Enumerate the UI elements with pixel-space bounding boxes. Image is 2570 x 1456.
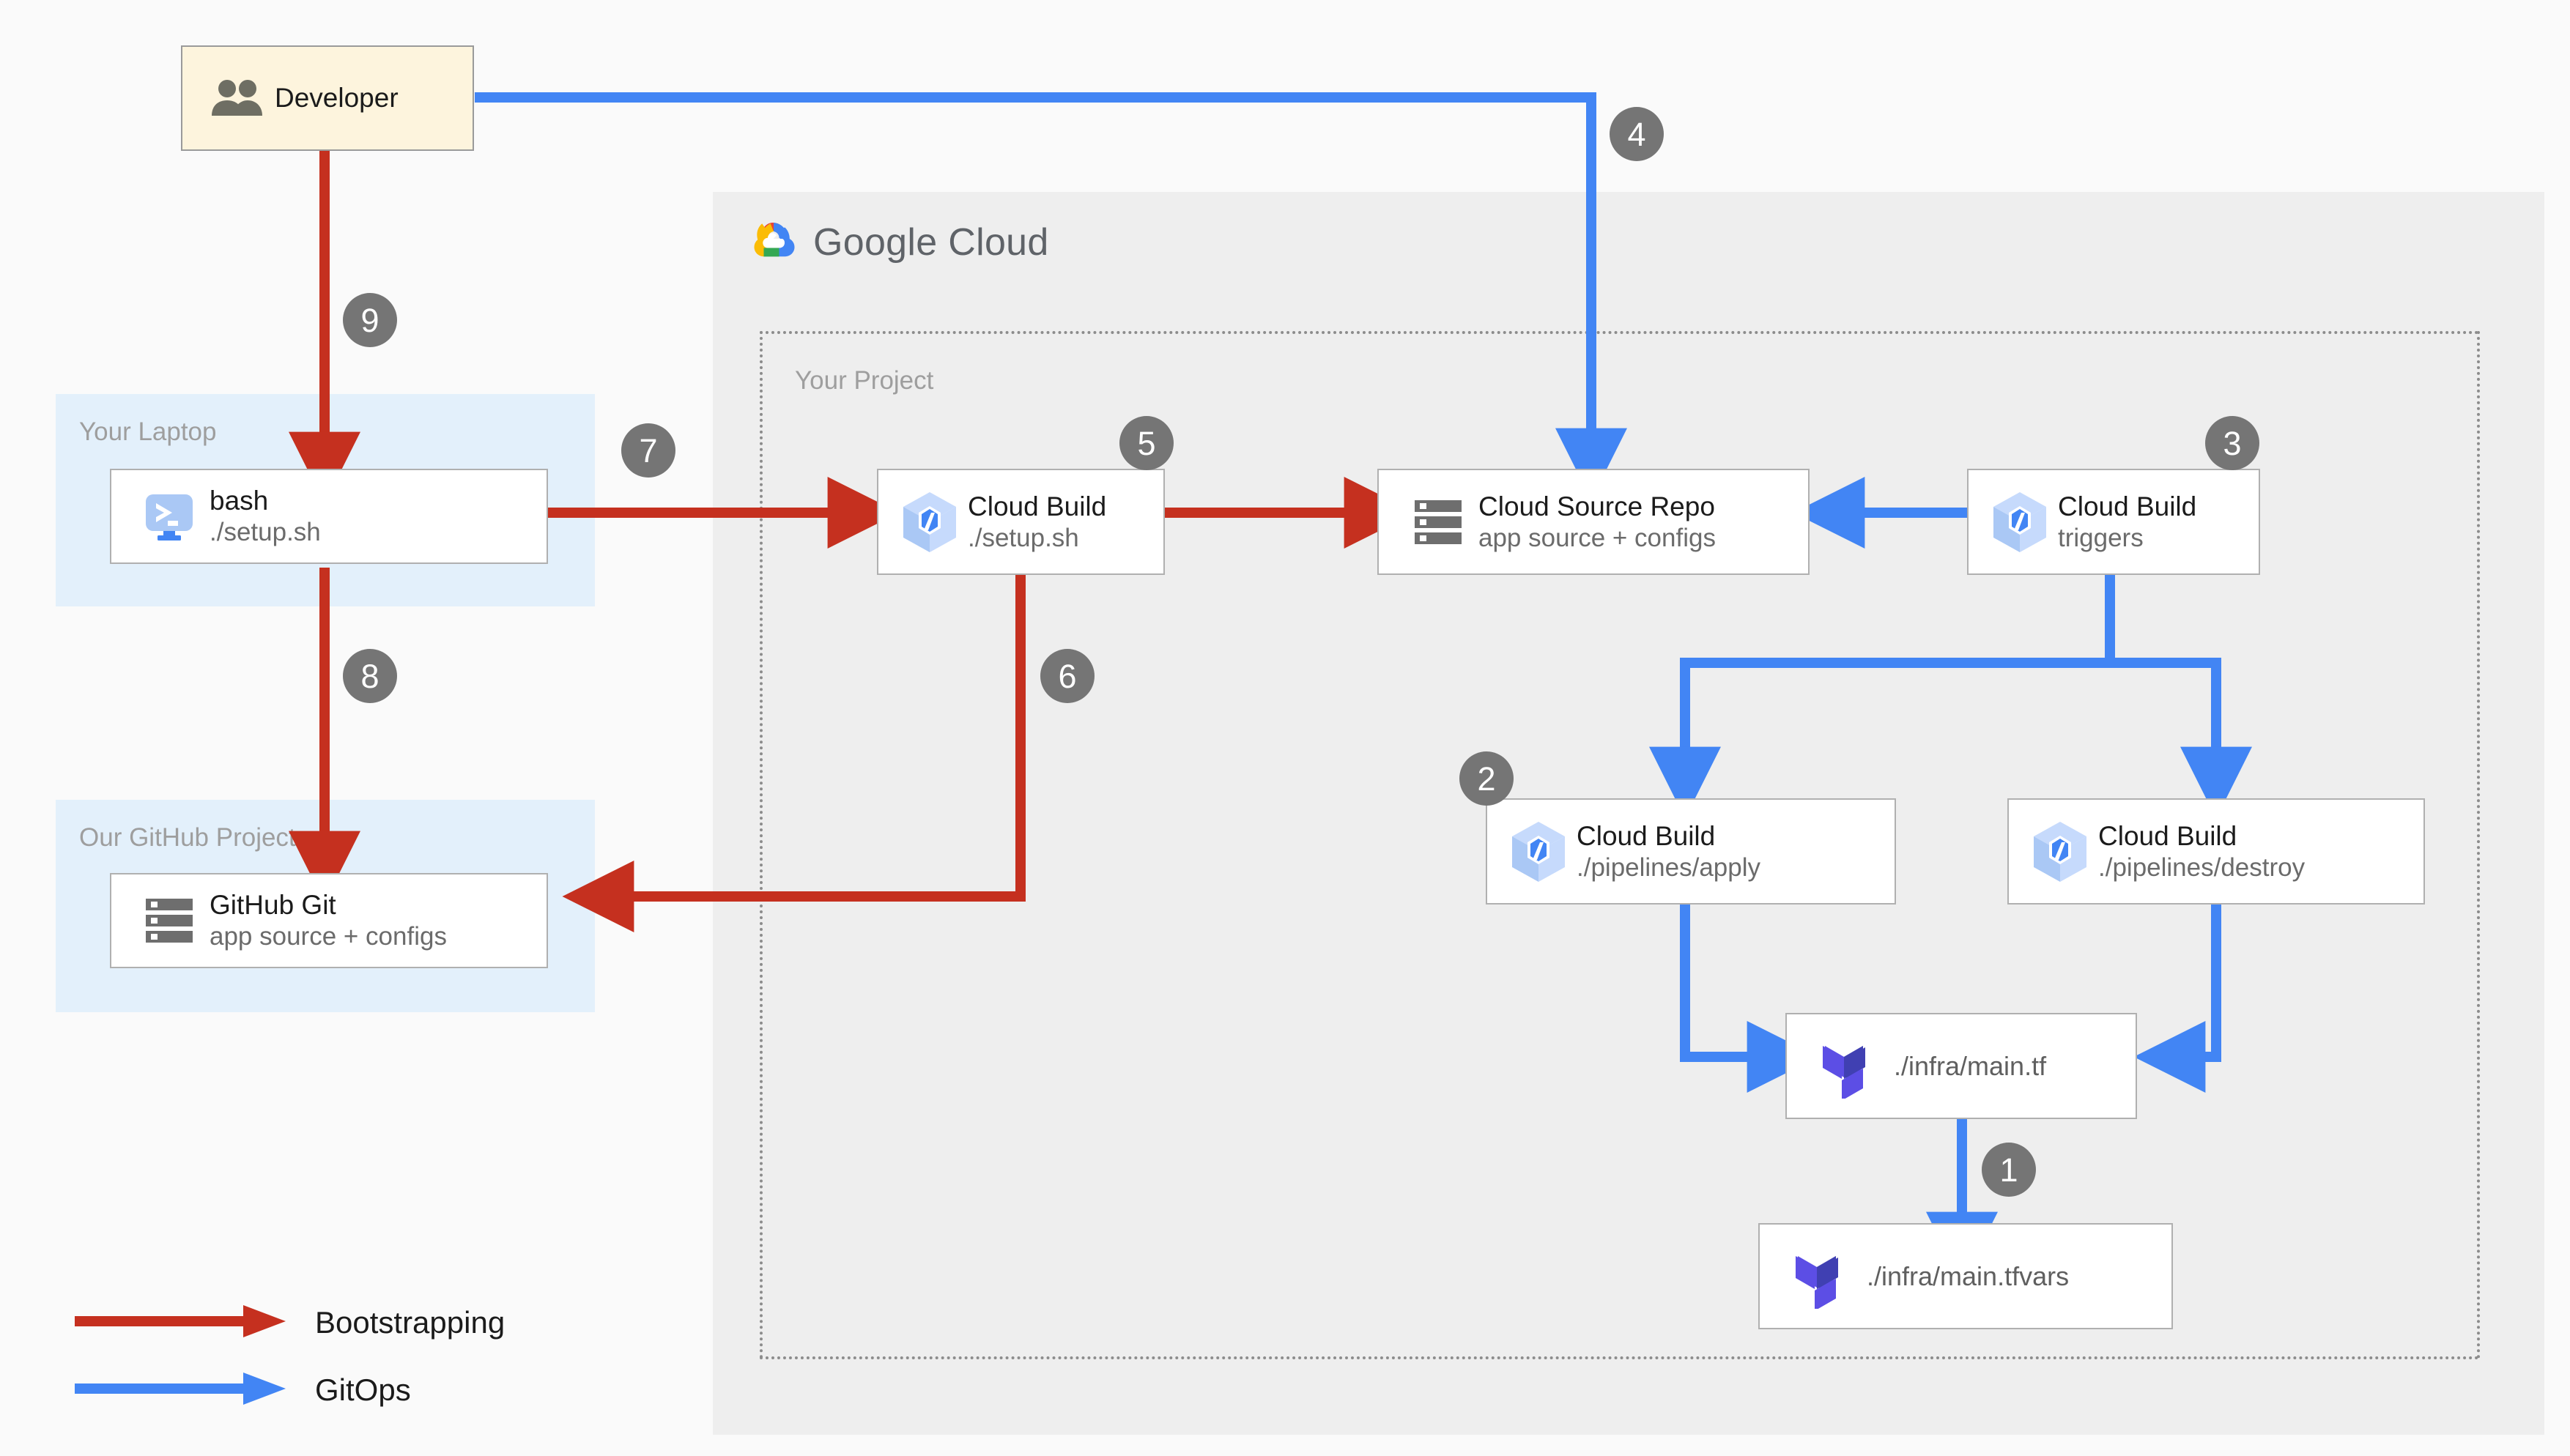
google-cloud-brand-google: Google xyxy=(813,220,938,264)
step-badge-7: 7 xyxy=(621,423,675,478)
node-cloud-source-repo-title: Cloud Source Repo xyxy=(1478,491,1715,521)
node-github-git-subtitle: app source + configs xyxy=(210,922,447,951)
node-bash-text: bash ./setup.sh xyxy=(210,484,547,549)
google-cloud-brand-cloud: Cloud xyxy=(948,220,1049,264)
node-github-git-title: GitHub Git xyxy=(210,890,336,921)
node-developer-text: Developer xyxy=(275,81,473,114)
arrow-triggers-to-destroy xyxy=(2105,575,2252,819)
node-cloud-build-apply-title: Cloud Build xyxy=(1577,820,1716,851)
node-bash[interactable]: bash ./setup.sh xyxy=(110,469,548,564)
node-cloud-build-destroy-subtitle: ./pipelines/destroy xyxy=(2098,853,2306,882)
node-cloud-build-setup-subtitle: ./setup.sh xyxy=(968,523,1079,552)
google-cloud-header: Google Cloud xyxy=(749,220,1049,264)
terraform-icon xyxy=(1806,1034,1894,1099)
node-cloud-build-triggers[interactable]: Cloud Build triggers xyxy=(1967,469,2260,575)
node-developer-title: Developer xyxy=(275,83,399,114)
terminal-icon xyxy=(129,489,210,544)
red-arrow-icon xyxy=(73,1299,286,1347)
step-badge-6: 6 xyxy=(1040,649,1095,703)
node-cloud-build-setup-title: Cloud Build xyxy=(968,491,1107,521)
node-cloud-build-triggers-title: Cloud Build xyxy=(2058,491,2197,521)
node-terraform-main-tfvars-title: ./infra/main.tfvars xyxy=(1867,1260,2070,1291)
step-badge-9: 9 xyxy=(343,293,397,347)
node-github-git[interactable]: GitHub Git app source + configs xyxy=(110,873,548,968)
node-developer[interactable]: Developer xyxy=(181,45,474,151)
node-cloud-build-apply-text: Cloud Build ./pipelines/apply xyxy=(1577,820,1895,884)
people-icon xyxy=(201,78,275,119)
node-cloud-build-destroy-title: Cloud Build xyxy=(2098,820,2237,851)
node-cloud-build-setup-text: Cloud Build ./setup.sh xyxy=(968,490,1163,554)
terraform-icon xyxy=(1779,1244,1867,1309)
step-badge-5: 5 xyxy=(1119,416,1174,470)
node-bash-title: bash xyxy=(210,486,269,516)
step-badge-3: 3 xyxy=(2205,416,2259,470)
node-cloud-build-triggers-text: Cloud Build triggers xyxy=(2058,490,2259,554)
node-cloud-build-destroy[interactable]: Cloud Build ./pipelines/destroy xyxy=(2007,798,2425,905)
your-project-boundary xyxy=(760,331,2480,1359)
repository-icon xyxy=(129,894,210,947)
cloud-build-icon xyxy=(1982,490,2058,554)
cloud-build-icon xyxy=(2022,820,2098,884)
arrow-destroy-to-main-tf xyxy=(2133,905,2221,1093)
arrow-step-6 xyxy=(562,575,1026,932)
node-terraform-main-tf-text: ./infra/main.tf xyxy=(1894,1051,2136,1082)
step-badge-2: 2 xyxy=(1459,751,1514,806)
legend-label-bootstrapping: Bootstrapping xyxy=(315,1305,506,1340)
node-terraform-main-tf[interactable]: ./infra/main.tf xyxy=(1785,1013,2137,1119)
node-terraform-main-tfvars[interactable]: ./infra/main.tfvars xyxy=(1758,1223,2173,1329)
node-cloud-source-repo-subtitle: app source + configs xyxy=(1478,523,1716,552)
legend-row-bootstrapping: Bootstrapping xyxy=(73,1289,505,1356)
node-cloud-build-destroy-text: Cloud Build ./pipelines/destroy xyxy=(2098,820,2423,884)
legend: Bootstrapping GitOps xyxy=(73,1289,505,1424)
google-cloud-brand: Google Cloud xyxy=(813,220,1049,264)
zone-your-laptop-label: Your Laptop xyxy=(79,417,217,446)
arrow-step-2 xyxy=(1649,575,2115,819)
repository-icon xyxy=(1398,496,1478,549)
arrow-apply-to-main-tf xyxy=(1680,905,1819,1093)
node-terraform-main-tf-title: ./infra/main.tf xyxy=(1894,1050,2047,1081)
blue-arrow-icon xyxy=(73,1367,286,1414)
your-project-label: Your Project xyxy=(795,366,934,395)
node-cloud-build-triggers-subtitle: triggers xyxy=(2058,523,2144,552)
legend-row-gitops: GitOps xyxy=(73,1356,505,1424)
step-badge-1: 1 xyxy=(1982,1143,2036,1197)
cloud-build-icon xyxy=(1500,820,1577,884)
legend-label-gitops: GitOps xyxy=(315,1373,411,1407)
node-bash-subtitle: ./setup.sh xyxy=(210,518,321,547)
node-cloud-source-repo[interactable]: Cloud Source Repo app source + configs xyxy=(1377,469,1810,575)
node-cloud-source-repo-text: Cloud Source Repo app source + configs xyxy=(1478,490,1808,554)
zone-our-github-project-label: Our GitHub Project xyxy=(79,823,296,852)
node-github-git-text: GitHub Git app source + configs xyxy=(210,888,547,953)
node-terraform-main-tfvars-text: ./infra/main.tfvars xyxy=(1867,1261,2171,1292)
node-cloud-build-setup[interactable]: Cloud Build ./setup.sh xyxy=(877,469,1165,575)
step-badge-4: 4 xyxy=(1610,107,1664,161)
google-cloud-logo-icon xyxy=(749,220,797,264)
step-badge-8: 8 xyxy=(343,649,397,703)
arrow-step-4 xyxy=(475,92,1627,500)
cloud-build-icon xyxy=(892,490,968,554)
node-cloud-build-apply-subtitle: ./pipelines/apply xyxy=(1577,853,1760,882)
node-cloud-build-apply[interactable]: Cloud Build ./pipelines/apply xyxy=(1486,798,1896,905)
